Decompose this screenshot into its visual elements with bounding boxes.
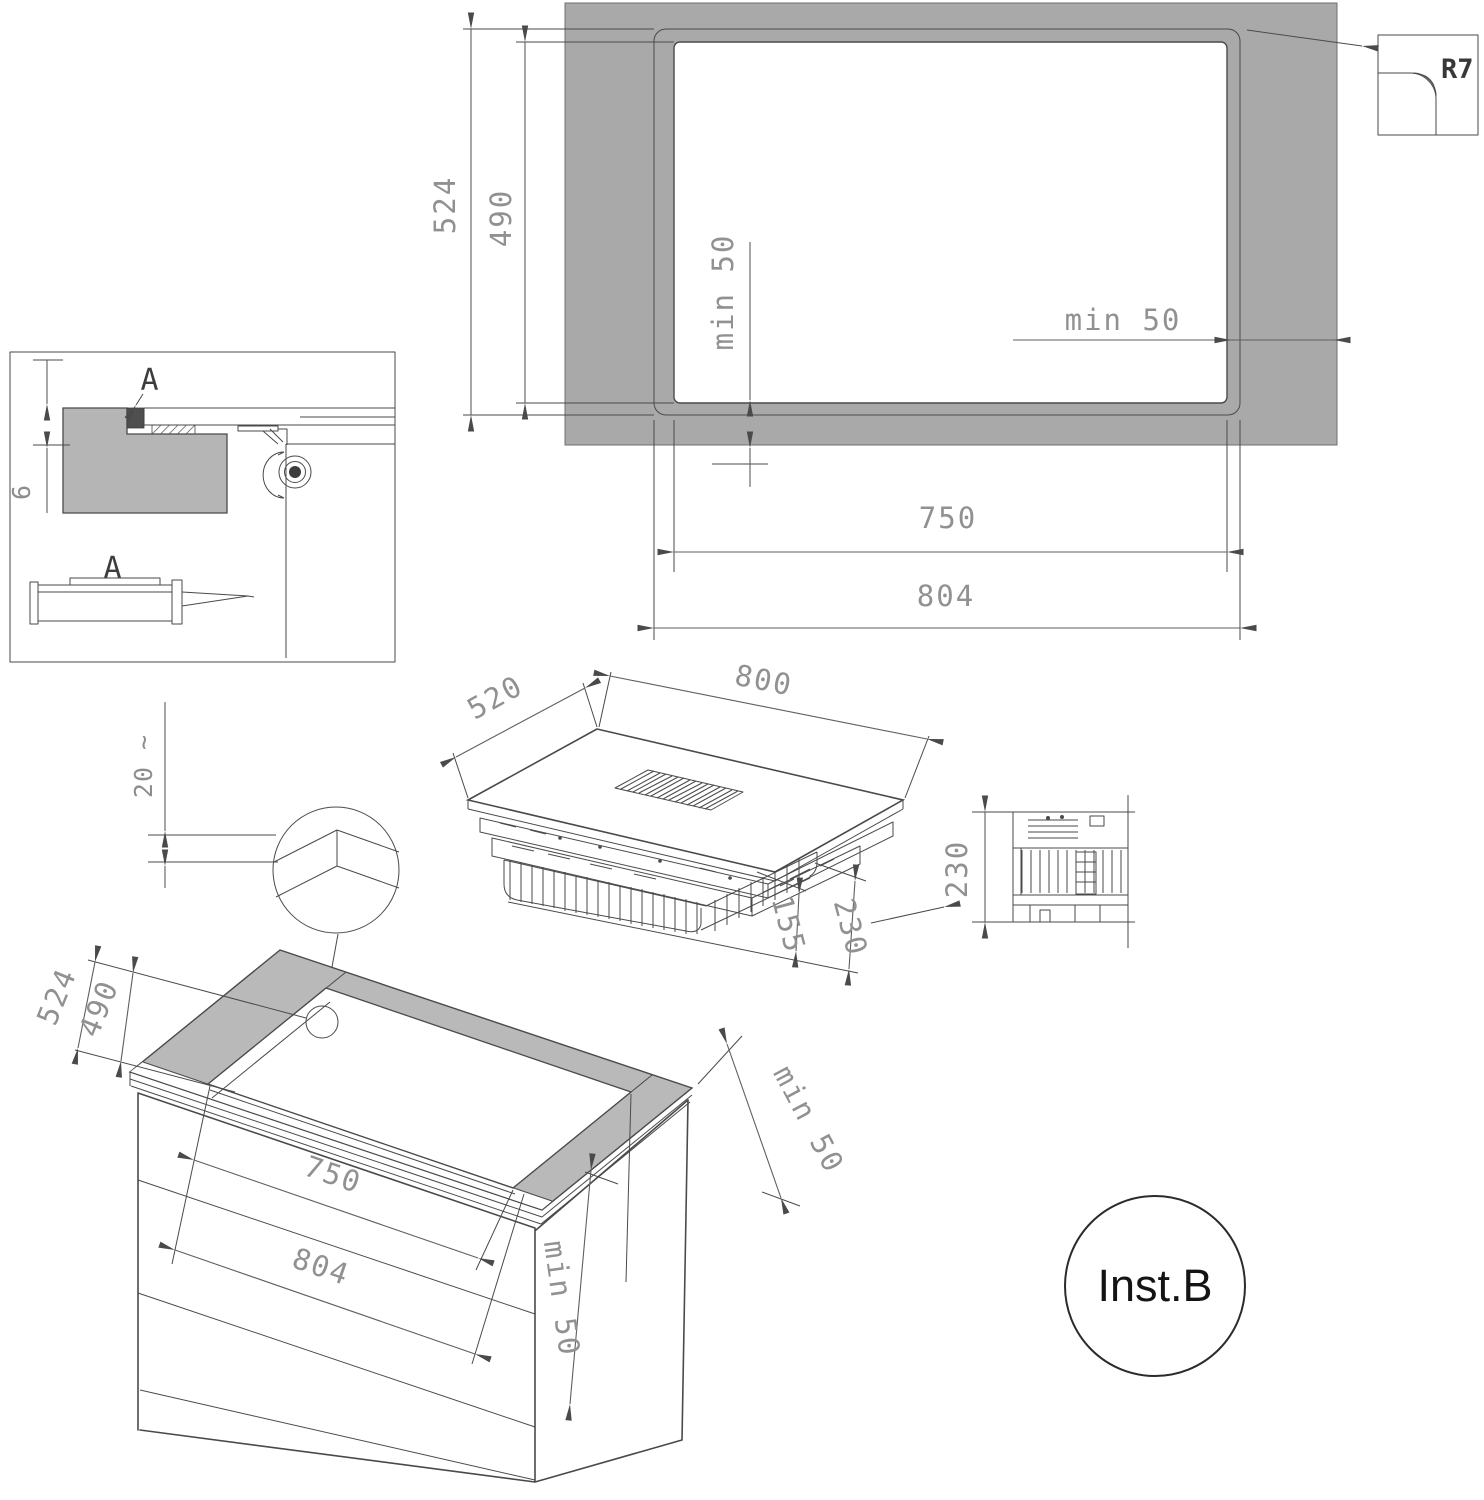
- instruction-badge: Inst.B: [1064, 1195, 1246, 1377]
- glass-section-lines: [143, 407, 395, 426]
- worktop-cutout-edges: [142, 971, 653, 1202]
- side-view-bands: [1013, 847, 1128, 906]
- dim-label-worktop-thickness: 20 ~: [129, 734, 158, 798]
- adhesive-tape: [151, 424, 196, 435]
- dim-line-230-iso: [844, 864, 860, 986]
- sealant-bead: [126, 407, 145, 429]
- dim-label-width-outer: 804: [917, 579, 975, 613]
- dim-label-proud-height: 6: [7, 484, 36, 500]
- side-view-ribs: [1021, 850, 1122, 893]
- cab-dim-label-clearance-side: min 50: [766, 1060, 851, 1179]
- dim-label-depth-outer: 524: [428, 176, 462, 234]
- fixing-screw-mid: [284, 461, 306, 483]
- gun-body: [29, 577, 183, 625]
- cab-dim-label-width-inner: 750: [300, 1149, 366, 1200]
- chassis-dot: [558, 836, 562, 840]
- cab-dim-line-min50-side: [718, 1027, 790, 1215]
- cab-dim-label-width-outer: 804: [288, 1241, 354, 1292]
- side-view-fins: [1028, 819, 1078, 839]
- chassis-dot: [728, 876, 732, 880]
- side-view-details: [1029, 815, 1105, 923]
- seal-section-detail: A 6 A: [7, 351, 396, 663]
- r7-corner-detail: R7: [1246, 29, 1479, 136]
- side-view-frame: [972, 795, 1135, 948]
- side-view-ladder: [1075, 851, 1097, 895]
- section-callout-a: A: [140, 363, 159, 398]
- caulk-gun: A: [29, 551, 255, 625]
- r7-detail-box: [1377, 34, 1479, 136]
- cab-dim-label-depth-inner: 490: [72, 975, 125, 1042]
- chassis-cage-outline: [503, 851, 818, 933]
- cabinet-isometric-view: 524 490 750 804 min 50 min 50: [30, 945, 851, 1483]
- magnified-spot-circle: [305, 1005, 339, 1039]
- r7-fillet-arcs: [1412, 72, 1437, 97]
- r7-leader-arrow: [1246, 29, 1379, 52]
- dim-label-total-height: 230: [827, 895, 875, 960]
- cage-ribs-front: [509, 860, 698, 934]
- cab-dim-line-804: [158, 1241, 492, 1363]
- cab-dim-line-min50-front: [565, 1153, 596, 1421]
- worktop-edge-detail: 20 ~: [129, 702, 400, 1017]
- extension-lines: [463, 28, 1241, 640]
- dim-line-155: [791, 877, 804, 968]
- dim-label-clearance-front: min 50: [706, 234, 740, 351]
- clamp-bracket: [237, 425, 395, 658]
- cabinet-min50-rails: [697, 1035, 801, 1207]
- edge-corner-sketch: [273, 829, 400, 898]
- top-cutout-view: 524 490 min 50 min 50 750 804: [428, 2, 1351, 640]
- r7-corner-profile: [1378, 72, 1437, 135]
- worktop-section: [62, 407, 228, 514]
- fixing-screw-outer: [278, 455, 312, 489]
- grille-slats: [620, 770, 739, 810]
- chassis-upper-box: [491, 837, 861, 917]
- dim6-ticks: [33, 359, 70, 446]
- dim-label-side-height: 230: [940, 840, 974, 898]
- side-view-dot: [1060, 815, 1064, 819]
- dim-label-depth-inner: 490: [484, 189, 518, 247]
- dim-label-clearance-side: min 50: [1065, 303, 1182, 337]
- cab-dim-line-524: [71, 945, 102, 1065]
- cab-dim-line-490: [115, 956, 139, 1078]
- dim-line-520: [439, 677, 602, 768]
- detail-circle: [272, 806, 400, 934]
- dim-label-corner-radius: R7: [1441, 54, 1474, 85]
- dim-label-hob-depth: 520: [461, 668, 529, 726]
- edge-thickness-lines: [148, 834, 278, 863]
- detail-frame: [9, 351, 396, 663]
- chassis-dot: [658, 859, 662, 863]
- dim-label-width-inner: 750: [919, 501, 977, 535]
- dim-label-hob-width: 800: [732, 658, 796, 703]
- fixing-screw-core: [289, 466, 301, 478]
- dim-label-chassis-height: 155: [765, 892, 813, 957]
- hob-side-view: 230: [940, 795, 1135, 948]
- gun-nozzle: [181, 591, 255, 607]
- cab-dim-label-clearance-front: min 50: [537, 1238, 587, 1358]
- badge-circle: [1064, 1195, 1246, 1377]
- section-callout-leader: [124, 393, 144, 421]
- cutout-opening: [673, 41, 1228, 404]
- vent-grille: [614, 769, 744, 811]
- side-view-dot: [1046, 816, 1050, 820]
- chassis-dot: [598, 845, 602, 849]
- recess-outline: [653, 28, 1241, 416]
- hob-isometric-view: 520 800 155 230: [439, 658, 961, 986]
- side-view-pointer-arrow: [870, 900, 961, 924]
- cage-ribs-right: [714, 859, 800, 931]
- clamp-spring: [262, 451, 285, 499]
- badge-label: Inst.B: [1097, 1260, 1212, 1311]
- dim-line-800: [593, 669, 944, 746]
- gun-label-a: A: [103, 551, 122, 586]
